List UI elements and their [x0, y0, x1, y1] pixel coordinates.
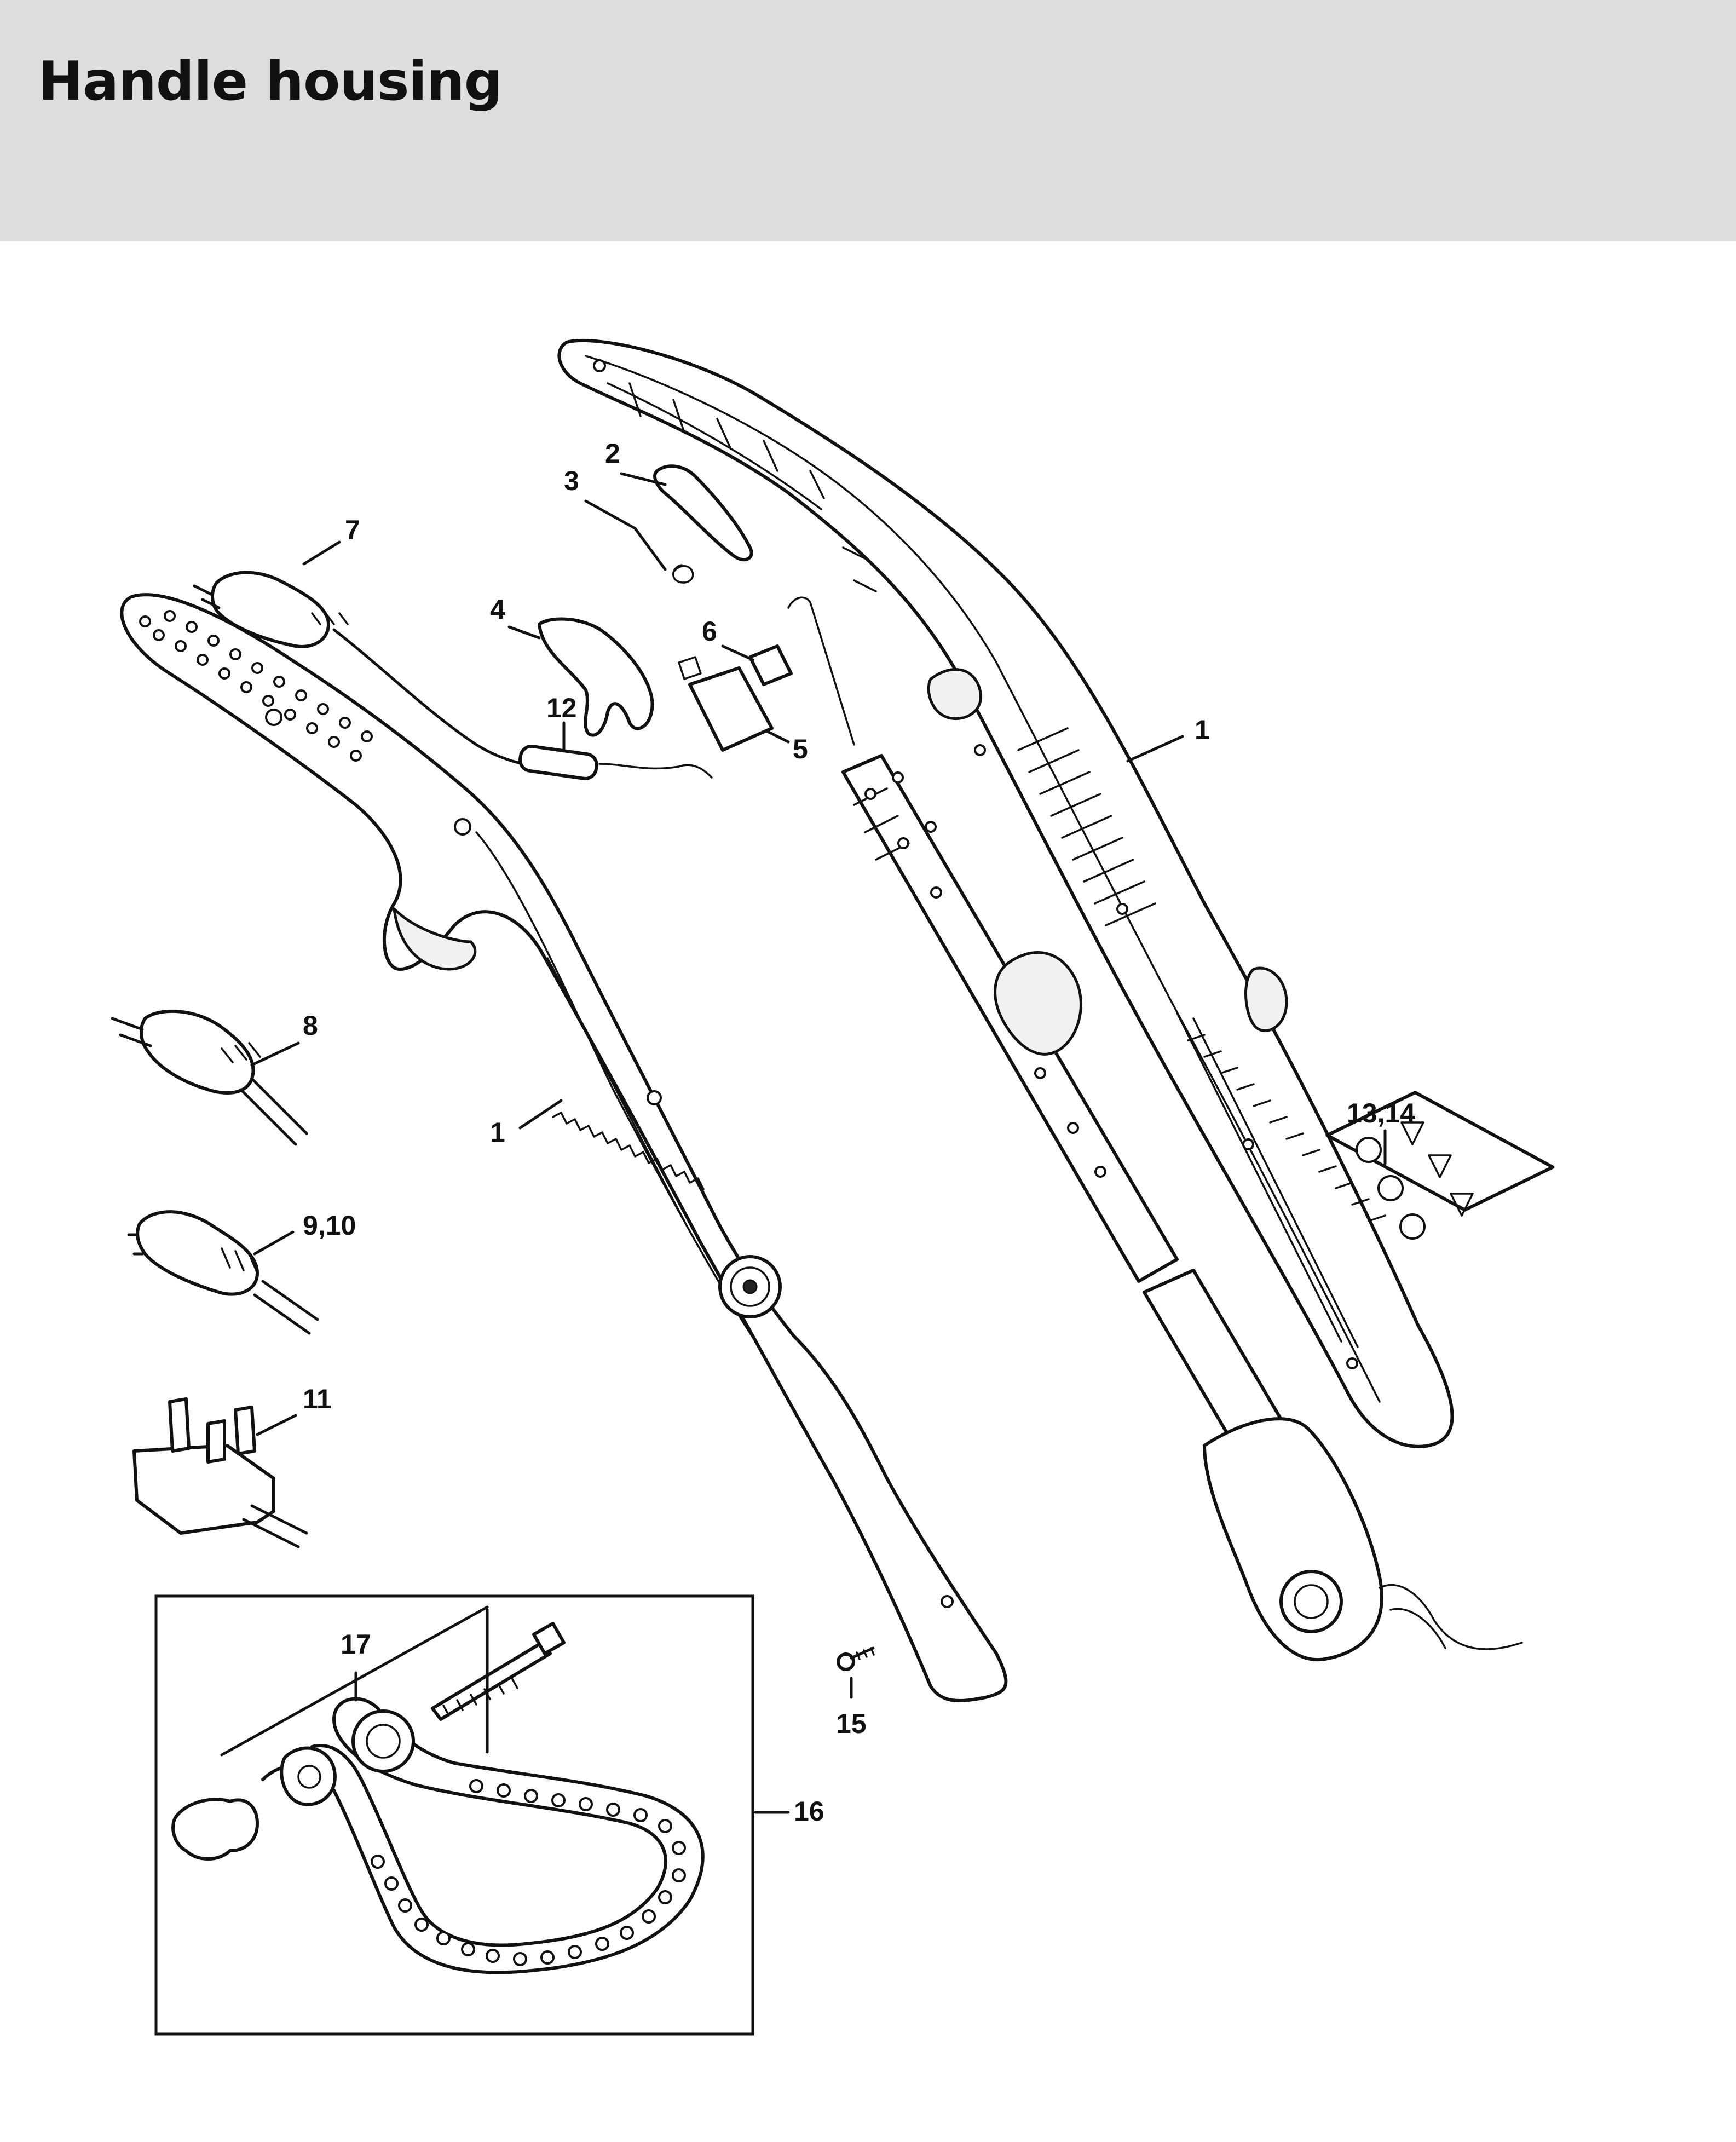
part-4-switch-lever [538, 617, 654, 737]
leader-lines [220, 472, 1387, 1814]
part-11-uk-plug [132, 1397, 308, 1548]
part-16-loop-handle [261, 1697, 705, 1974]
callout-6: 6 [702, 616, 717, 647]
page-title: Handle housing [38, 50, 503, 113]
part-17-bolt-and-knob [171, 1622, 566, 1861]
callout-12: 12 [546, 693, 577, 723]
callout-4: 4 [490, 594, 505, 625]
part-5-switch [678, 656, 774, 752]
part-8-euro-plug [111, 1009, 308, 1146]
header-bar: Handle housing [0, 0, 1736, 241]
callout-13-14: 13,14 [1347, 1098, 1415, 1128]
part-9-10-round-plug [127, 1210, 319, 1335]
callout-9-10: 9,10 [303, 1210, 356, 1241]
callout-16: 16 [794, 1796, 824, 1827]
handle-housing-right-half [557, 338, 1454, 1448]
callout-11: 11 [303, 1384, 332, 1414]
callout-1-left: 1 [490, 1117, 505, 1148]
callout-8: 8 [303, 1010, 318, 1041]
callout-17: 17 [341, 1629, 371, 1660]
inner-tube-assembly [787, 596, 1523, 1662]
callout-2: 2 [605, 438, 620, 469]
part-12-cable-sleeve [518, 745, 713, 780]
loop-handle-frame [154, 1594, 754, 2036]
callout-15: 15 [836, 1708, 867, 1739]
part-6-connector [748, 644, 793, 686]
part-13-14-safety-label [1325, 1091, 1555, 1240]
part-2-lever [653, 464, 753, 562]
part-3-spring [672, 564, 694, 584]
handle-housing-left-half [120, 593, 1008, 1702]
callout-5: 5 [793, 734, 808, 764]
part-15-screw [837, 1646, 875, 1671]
callout-1-right: 1 [1195, 715, 1210, 745]
callout-7: 7 [345, 515, 360, 545]
callout-3: 3 [564, 465, 579, 496]
